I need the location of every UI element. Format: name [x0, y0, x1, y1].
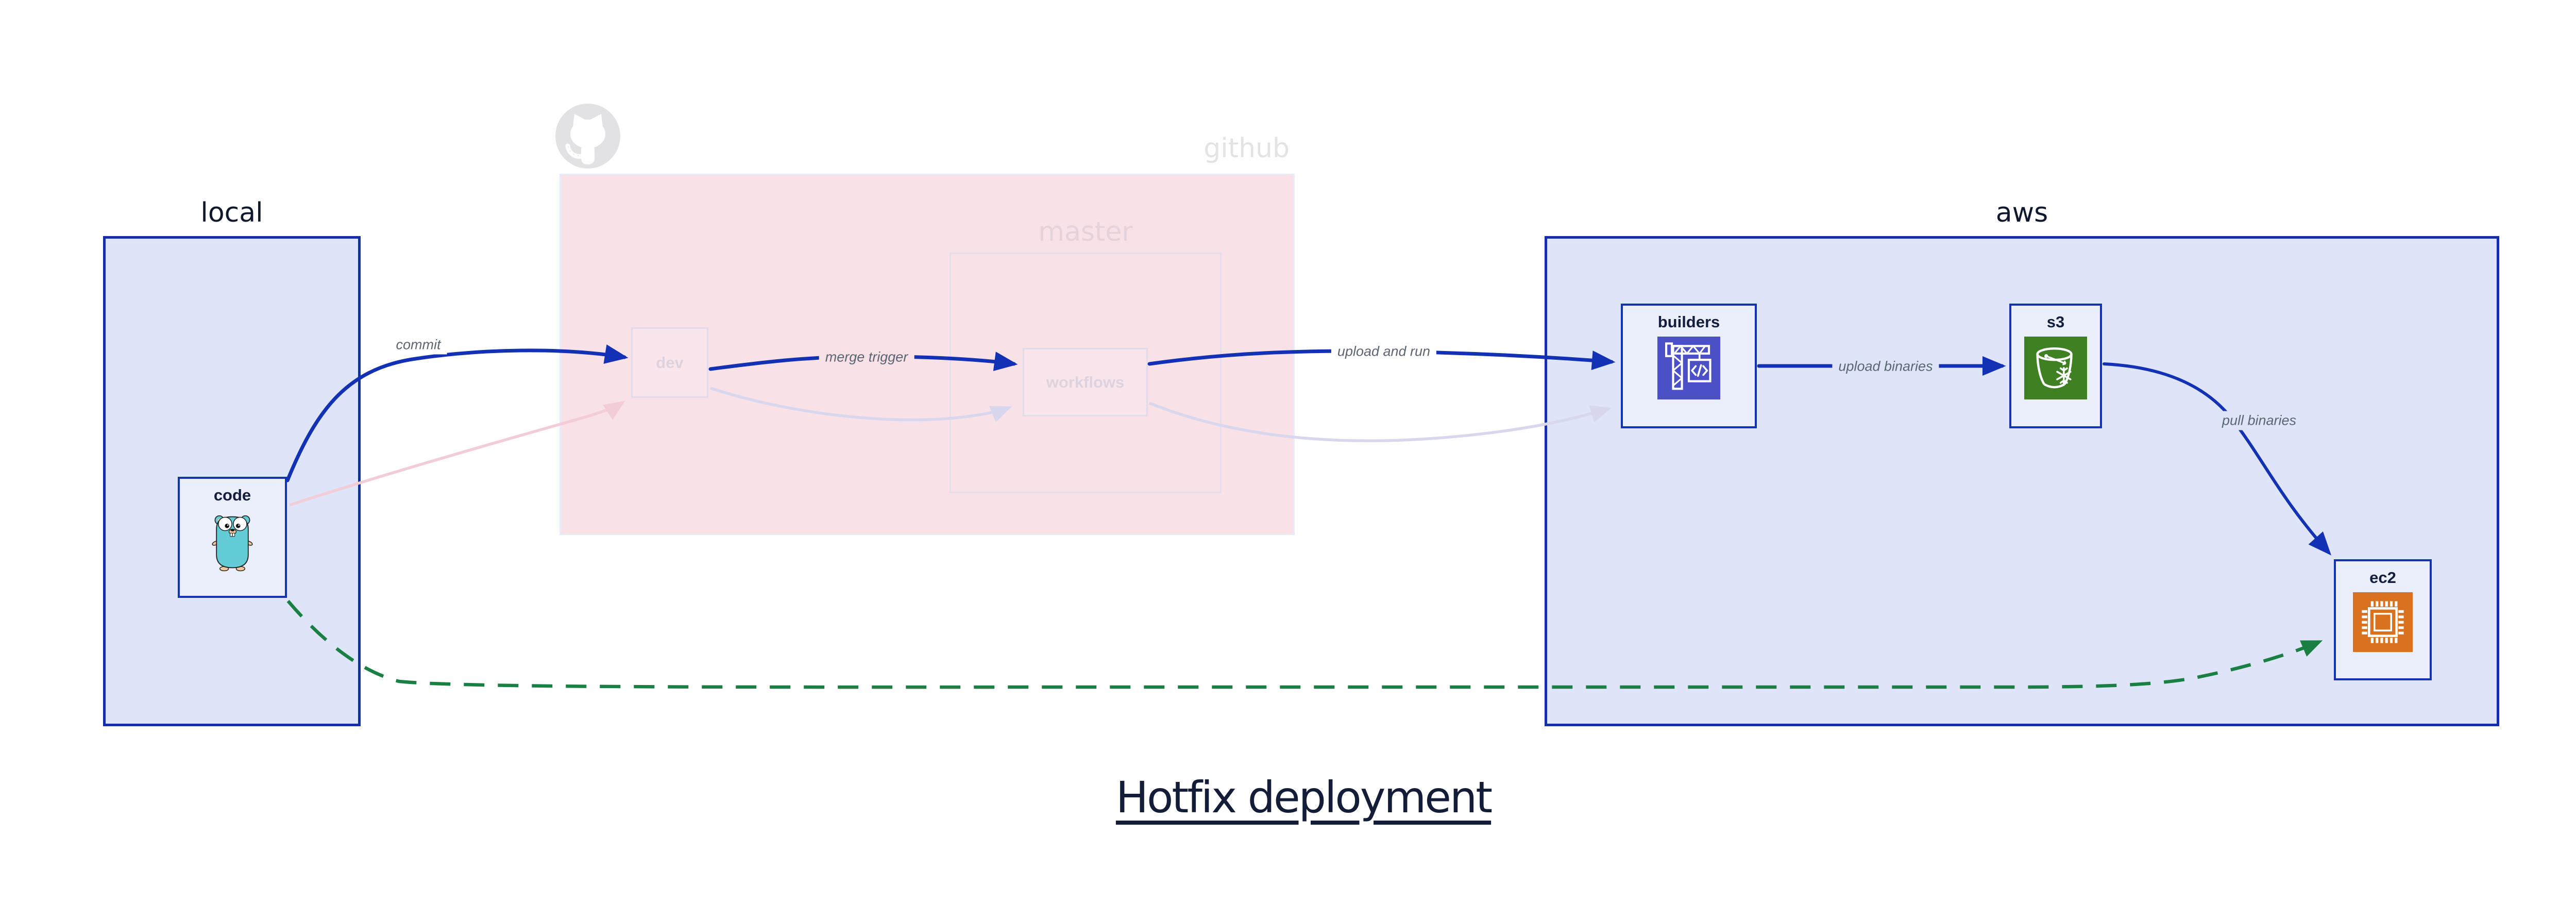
ec2-chip-icon [2353, 592, 2413, 652]
node-s3-label: s3 [2046, 313, 2065, 331]
diagram-title: Hotfix deployment [1115, 772, 1493, 823]
node-code: code [178, 477, 287, 598]
node-dev-label: dev [656, 353, 684, 372]
node-builders-label: builders [1657, 313, 1720, 331]
node-builders: builders [1621, 304, 1757, 428]
node-workflows: workflows [1023, 348, 1148, 416]
edge-label-commit: commit [389, 335, 447, 355]
node-ec2: ec2 [2334, 559, 2432, 680]
s3-bucket-icon [2024, 337, 2087, 399]
master-container-label: master [1038, 216, 1133, 247]
github-container-label: github [1204, 133, 1290, 164]
node-dev: dev [631, 327, 708, 398]
edge-label-upload-and-run: upload and run [1331, 342, 1437, 361]
codebuild-crane-icon [1657, 337, 1720, 399]
go-gopher-icon [212, 515, 253, 572]
node-s3: s3 [2009, 304, 2102, 428]
edge-label-pull-binaries: pull binaries [2215, 411, 2303, 430]
edge-label-merge-trigger: merge trigger [819, 347, 914, 367]
master-container [950, 253, 1222, 493]
github-octocat-icon [555, 104, 620, 169]
local-container-label: local [200, 197, 263, 228]
node-ec2-label: ec2 [2369, 569, 2396, 587]
aws-container-label: aws [1995, 197, 2048, 228]
node-workflows-label: workflows [1046, 373, 1125, 391]
node-code-label: code [213, 486, 251, 504]
edge-label-upload-binaries: upload binaries [1832, 357, 1939, 376]
